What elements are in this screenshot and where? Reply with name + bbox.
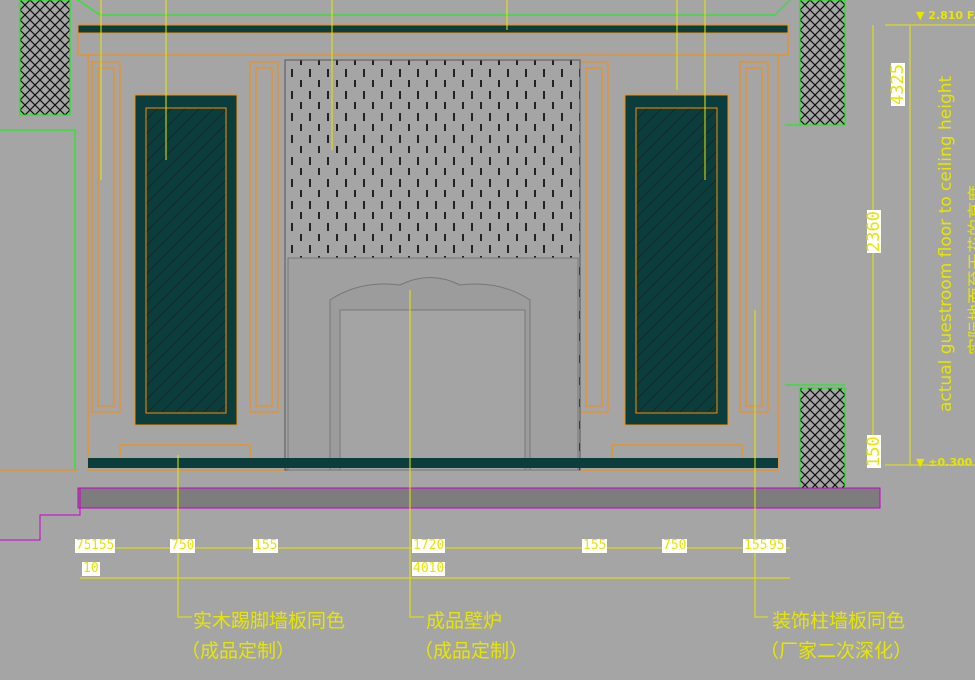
level-top: ▼ 2.810 F.L. (916, 9, 975, 22)
dim-155: 155 (743, 538, 769, 553)
left-wall-hatch (19, 0, 71, 116)
annotation-baseboard-line2: （成品定制） (181, 640, 296, 662)
right-mirror (635, 107, 718, 414)
dim-750: 750 (662, 538, 688, 553)
dim-total: 4010 (412, 561, 446, 576)
dim-155: 155 (253, 538, 279, 553)
dim-95: 95 (768, 538, 786, 553)
dim-10: 10 (82, 561, 100, 576)
dim-155: 155 (582, 538, 608, 553)
annotation-baseboard-line1: 实木踢脚墙板同色 (193, 610, 346, 632)
fireplace (287, 257, 579, 471)
floor-slab (77, 487, 881, 509)
annotation-fireplace: 成品壁炉 （成品定制） (414, 606, 528, 663)
dim-2360: 2360 (864, 210, 884, 253)
annotation-fireplace-line1: 成品壁炉 (426, 610, 503, 632)
dim-750: 750 (170, 538, 196, 553)
dim-150: 150 (864, 435, 884, 468)
annotation-fireplace-line2: （成品定制） (414, 640, 529, 662)
annotation-column: 装饰柱墙板同色 （厂家二次深化） (760, 606, 912, 663)
cornice (77, 24, 789, 34)
right-wall-hatch-top (799, 0, 846, 126)
leader-lines (80, 0, 975, 618)
dim-4325: 4325 (888, 63, 908, 106)
level-top-text: 2.810 F.L. (928, 9, 975, 22)
dim-155: 155 (90, 538, 116, 553)
annotation-baseboard: 实木踢脚墙板同色 （成品定制） (181, 606, 346, 663)
right-wall-hatch-bottom (799, 387, 846, 489)
level-bottom: ▼ ±0.300 F.L. (916, 456, 975, 469)
dim-1720: 1720 (412, 538, 446, 553)
annotation-column-line1: 装饰柱墙板同色 (772, 610, 906, 632)
pilasters (91, 61, 769, 413)
level-bottom-text: ±0.300 F.L. (928, 456, 975, 469)
annotation-column-line2: （厂家二次深化） (760, 640, 913, 662)
vertical-note-en: actual guestroom floor to ceiling height (936, 75, 956, 412)
left-mirror (145, 107, 227, 414)
vertical-note-zh: 实际地面至天花的高度 (967, 185, 975, 355)
dim-75: 75 (75, 538, 93, 553)
